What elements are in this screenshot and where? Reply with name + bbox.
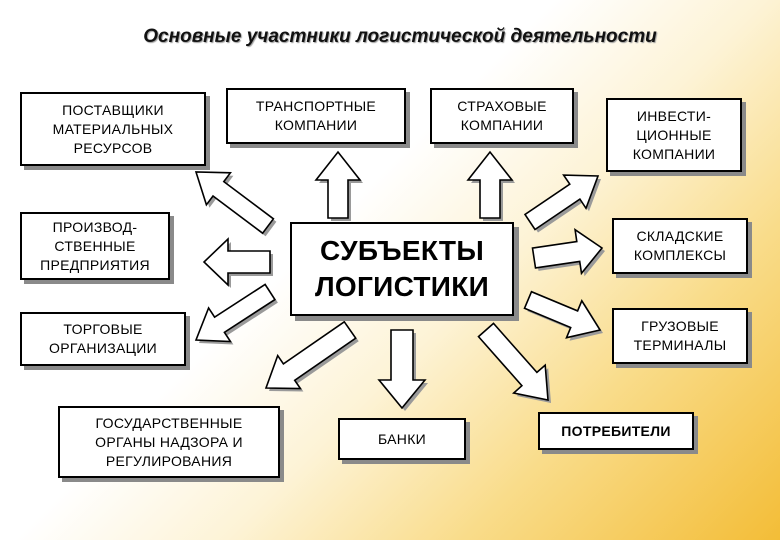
arrow-to-insurance-icon bbox=[466, 150, 515, 221]
box-banks: БАНКИ bbox=[338, 418, 466, 460]
box-trade: ТОРГОВЫЕ ОРГАНИЗАЦИИ bbox=[20, 312, 186, 366]
box-investment: ИНВЕСТИ- ЦИОННЫЕ КОМПАНИИ bbox=[606, 98, 742, 172]
arrow-to-government-icon bbox=[264, 320, 359, 392]
arrow-to-transport-icon bbox=[314, 150, 363, 221]
arrow-to-banks-icon bbox=[377, 329, 428, 411]
box-producers: ПРОИЗВОД- СТВЕННЫЕ ПРЕДПРИЯТИЯ bbox=[20, 212, 170, 280]
box-warehouses: СКЛАДСКИЕ КОМПЛЕКСЫ bbox=[612, 218, 748, 274]
center-box-logistics-subjects: СУБЪЕКТЫ ЛОГИСТИКИ bbox=[290, 222, 514, 316]
box-suppliers: ПОСТАВЩИКИ МАТЕРИАЛЬНЫХ РЕСУРСОВ bbox=[20, 92, 206, 166]
box-consumers: ПОТРЕБИТЕЛИ bbox=[538, 412, 694, 450]
arrow-to-consumers-icon bbox=[477, 322, 551, 403]
arrow-to-producers-icon bbox=[202, 237, 273, 288]
box-transport: ТРАНСПОРТНЫЕ КОМПАНИИ bbox=[226, 88, 406, 144]
box-terminals: ГРУЗОВЫЕ ТЕРМИНАЛЫ bbox=[612, 308, 748, 364]
page-title: Основные участники логистической деятель… bbox=[143, 26, 657, 47]
arrow-to-investment-icon bbox=[523, 174, 601, 233]
box-government: ГОСУДАРСТВЕННЫЕ ОРГАНЫ НАДЗОРА И РЕГУЛИР… bbox=[58, 406, 280, 478]
arrow-to-suppliers-icon bbox=[194, 171, 277, 237]
box-insurance: СТРАХОВЫЕ КОМПАНИИ bbox=[430, 88, 574, 144]
arrow-to-warehouses-icon bbox=[531, 228, 605, 277]
arrow-to-terminals-icon bbox=[523, 290, 603, 341]
arrow-to-trade-icon bbox=[194, 283, 278, 345]
